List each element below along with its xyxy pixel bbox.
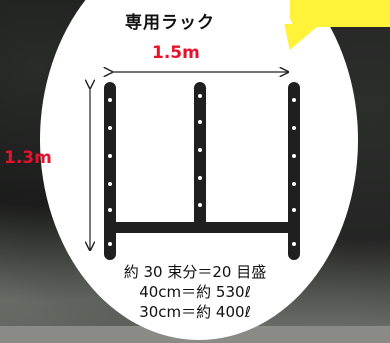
rack-title: 専用ラック [125, 13, 215, 33]
width-label: 1.5m [152, 43, 200, 63]
height-label: 1.3m [4, 148, 52, 168]
rack-post-right [288, 82, 300, 260]
rack-base-beam [104, 222, 300, 233]
rack-post-left [104, 82, 116, 260]
rack-holes [108, 94, 296, 246]
spec-line-capacity: 約 30 束分＝20 目盛 [123, 263, 267, 281]
spec-line-40cm: 40cm＝約 530ℓ [139, 283, 251, 301]
spec-line-30cm: 30cm＝約 400ℓ [139, 303, 251, 321]
speech-bubble [290, 0, 390, 27]
spec-caption: 約 30 束分＝20 目盛 40cm＝約 530ℓ 30cm＝約 400ℓ [90, 262, 300, 322]
rack-post-center [194, 82, 206, 232]
